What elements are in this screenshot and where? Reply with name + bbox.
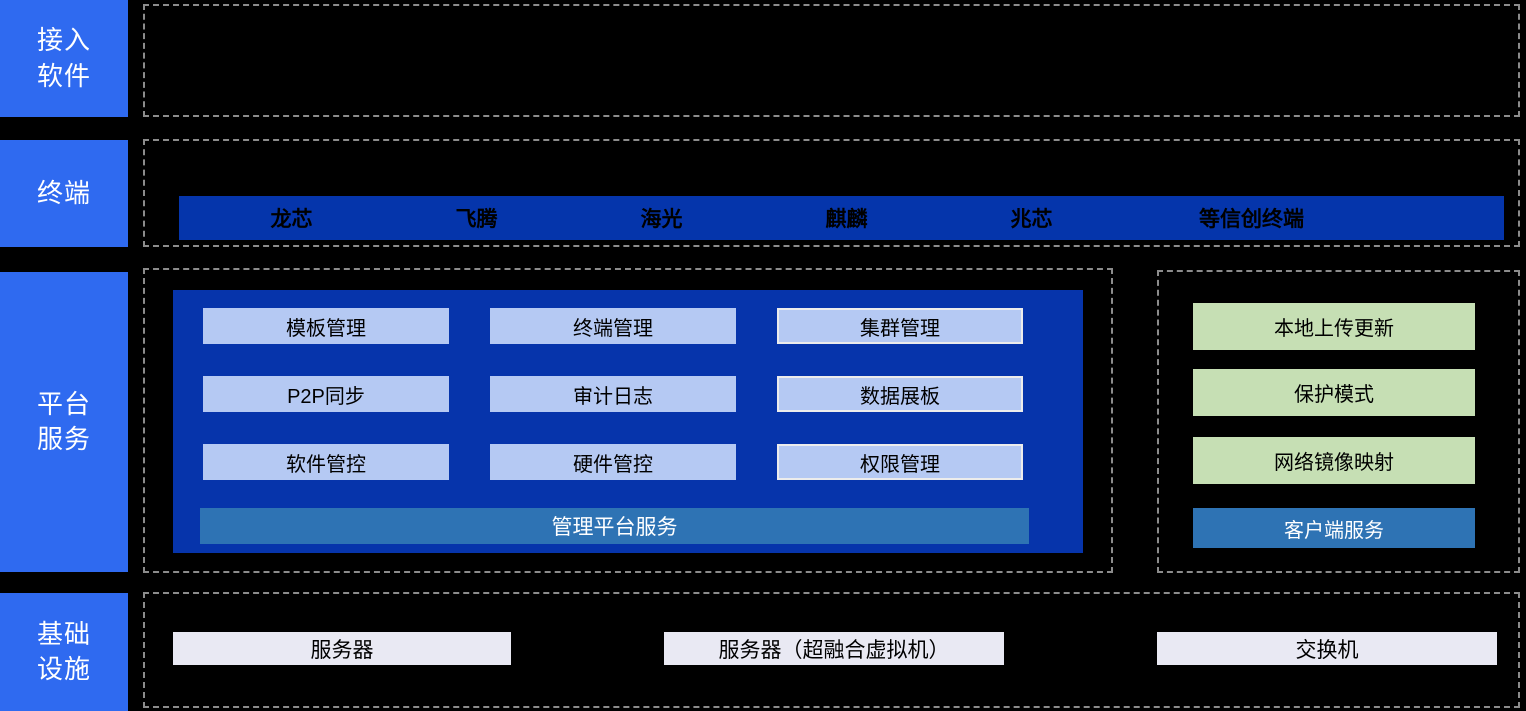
infra-item: 交换机 <box>1157 632 1497 665</box>
infra-item: 服务器 <box>173 632 511 665</box>
platform-button: 审计日志 <box>490 376 736 412</box>
terminal-layer-box <box>143 139 1520 247</box>
terminal-chip: 等信创终端 <box>1199 208 1304 231</box>
management-button-grid: 模板管理 终端管理 集群管理 P2P同步 审计日志 数据展板 软件管控 硬件管控… <box>203 308 1023 480</box>
client-feature-box: 本地上传更新 <box>1193 303 1475 350</box>
client-feature-box: 网络镜像映射 <box>1193 437 1475 484</box>
management-panel-box <box>143 268 1113 573</box>
platform-button: 硬件管控 <box>490 444 736 480</box>
management-platform-footer: 管理平台服务 <box>200 508 1029 544</box>
terminal-chip: 兆芯 <box>1010 208 1053 231</box>
layer-label-platform-services: 平台 服务 <box>0 272 128 572</box>
management-platform-panel: 模板管理 终端管理 集群管理 P2P同步 审计日志 数据展板 软件管控 硬件管控… <box>173 290 1083 553</box>
layer-label-infrastructure: 基础 设施 <box>0 593 128 711</box>
platform-button: 数据展板 <box>777 376 1023 412</box>
platform-button: P2P同步 <box>203 376 449 412</box>
terminal-chip: 海光 <box>640 208 683 231</box>
infra-item: 服务器（超融合虚拟机） <box>664 632 1004 665</box>
client-panel-box: 本地上传更新 保护模式 网络镜像映射 客户端服务 <box>1157 270 1520 573</box>
infrastructure-layer-box: 服务器 服务器（超融合虚拟机） 交换机 <box>143 592 1520 708</box>
terminal-chip: 飞腾 <box>455 208 498 231</box>
layer-label-terminal: 终端 <box>0 140 128 247</box>
client-feature-box: 保护模式 <box>1193 369 1475 416</box>
terminal-chip: 麒麟 <box>825 208 868 231</box>
platform-button: 终端管理 <box>490 308 736 344</box>
client-service-footer: 客户端服务 <box>1193 508 1475 548</box>
platform-button: 模板管理 <box>203 308 449 344</box>
terminal-platforms-bar: 龙芯 飞腾 海光 麒麟 兆芯 等信创终端 <box>179 196 1504 240</box>
layer-label-access-software: 接入 软件 <box>0 0 128 117</box>
platform-button: 集群管理 <box>777 308 1023 344</box>
platform-button: 软件管控 <box>203 444 449 480</box>
platform-button: 权限管理 <box>777 444 1023 480</box>
access-software-layer-box <box>143 4 1520 117</box>
terminal-chip: 龙芯 <box>270 208 313 231</box>
